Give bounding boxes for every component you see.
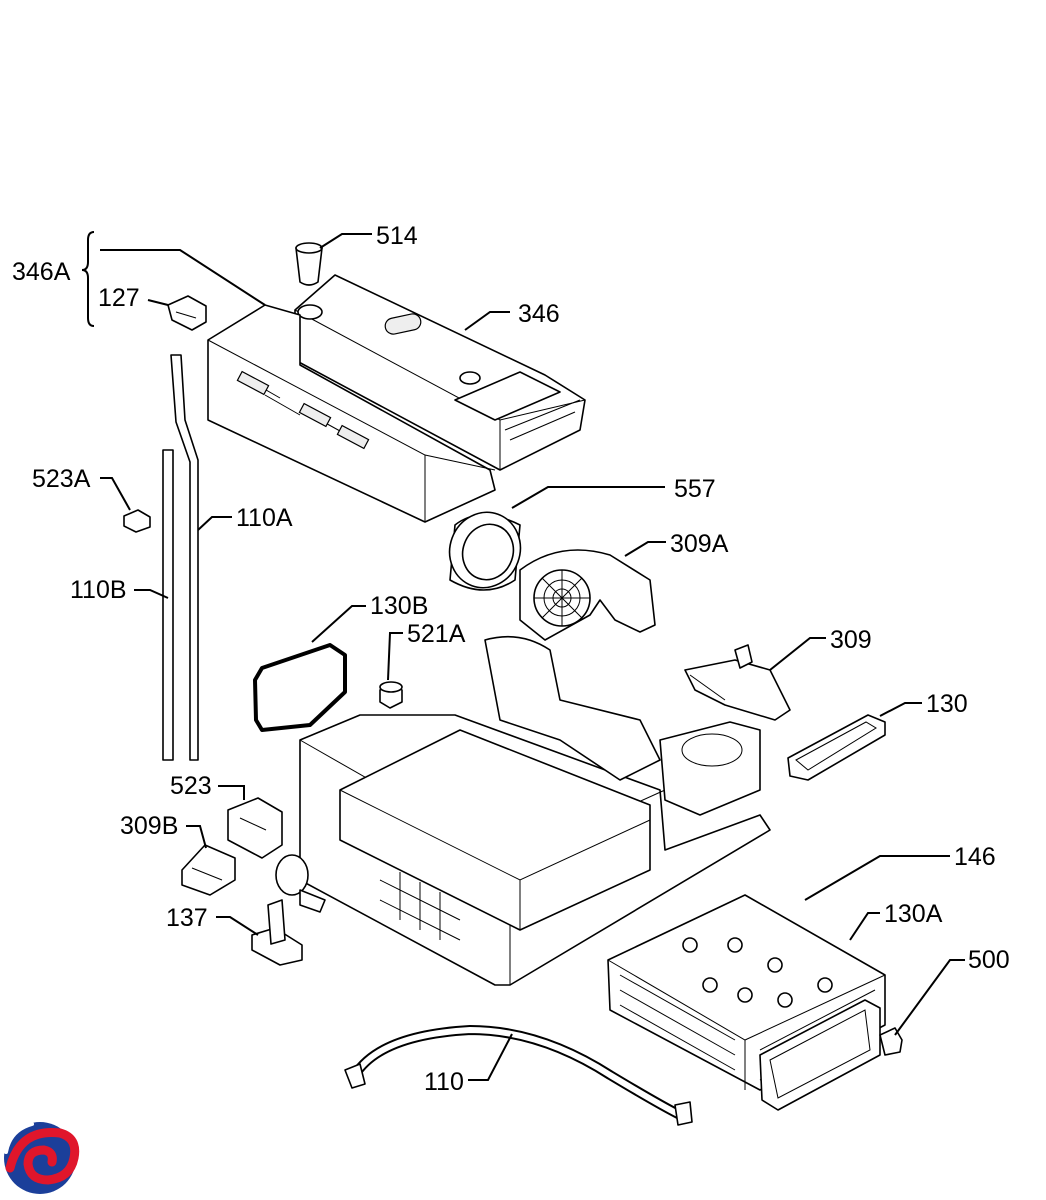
part-346A	[207, 304, 496, 523]
part-557	[448, 511, 522, 591]
part-110	[344, 1024, 693, 1126]
part-521A	[379, 681, 403, 709]
callout-137: 137	[166, 904, 208, 932]
callout-110: 110	[424, 1068, 464, 1096]
leader-lines	[81, 231, 965, 1081]
part-309	[684, 644, 791, 721]
callout-309A: 309A	[670, 530, 729, 558]
callout-146: 146	[954, 843, 996, 871]
part-137	[251, 899, 303, 966]
part-130	[787, 714, 886, 781]
callout-labels: 346A 127 514 346 523A 110A 110B 557 309A…	[12, 222, 1010, 1096]
callout-346: 346	[518, 300, 560, 328]
callout-309B: 309B	[120, 812, 178, 840]
callout-127: 127	[98, 284, 140, 312]
part-130B	[253, 643, 347, 732]
part-309B	[181, 844, 236, 896]
callout-130B: 130B	[370, 592, 428, 620]
part-110A	[170, 354, 199, 761]
callout-110A: 110A	[236, 504, 293, 532]
callout-514: 514	[376, 222, 418, 250]
callout-521A: 521A	[407, 620, 466, 648]
callout-130: 130	[926, 690, 968, 718]
part-514	[295, 242, 323, 286]
part-127	[167, 295, 207, 331]
callout-500: 500	[968, 946, 1010, 974]
part-sensor	[275, 854, 326, 913]
callout-309: 309	[830, 626, 872, 654]
part-309A	[519, 549, 656, 641]
callout-346A: 346A	[12, 258, 71, 286]
callout-130A: 130A	[884, 900, 943, 928]
callout-110B: 110B	[70, 576, 127, 604]
part-130A	[759, 999, 881, 1111]
part-523A	[123, 509, 151, 533]
callout-523A: 523A	[32, 465, 91, 493]
part-110B	[162, 449, 174, 761]
part-523	[227, 797, 283, 859]
brand-swirl-icon	[4, 1122, 80, 1194]
callout-523: 523	[170, 772, 212, 800]
callout-557: 557	[674, 475, 716, 503]
part-346	[294, 274, 586, 471]
part-base-housing	[299, 635, 771, 986]
part-500	[879, 1027, 903, 1056]
